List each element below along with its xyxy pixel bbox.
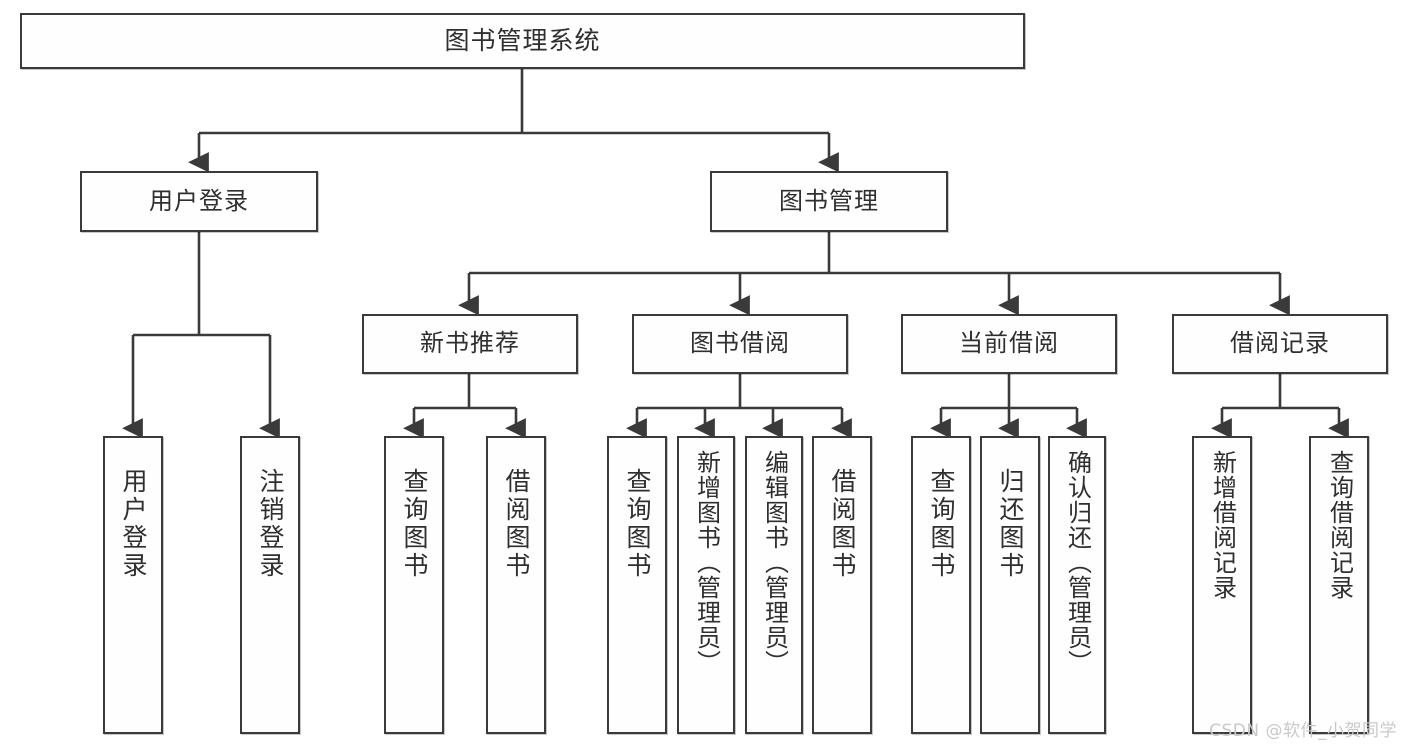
node-leaf-query-book-2[interactable]: 查询图书 [607,436,667,734]
node-root[interactable]: 图书管理系统 [20,13,1025,69]
node-leaf-logout-login[interactable]: 注销登录 [240,436,300,734]
node-leaf-query-book-3[interactable]: 查询图书 [911,436,971,734]
node-new-book-rec[interactable]: 新书推荐 [362,314,578,374]
node-leaf-add-book-label: 新增图书（管理员） [692,450,721,675]
node-current-borrow[interactable]: 当前借阅 [901,314,1117,374]
node-book-borrow-label: 图书借阅 [690,329,790,358]
node-leaf-add-record[interactable]: 新增借阅记录 [1192,436,1252,734]
node-leaf-return-book[interactable]: 归还图书 [980,436,1040,734]
node-leaf-add-record-label: 新增借阅记录 [1208,450,1237,600]
node-current-borrow-label: 当前借阅 [959,329,1059,358]
node-leaf-return-book-label: 归还图书 [996,468,1025,580]
node-leaf-query-book-2-label: 查询图书 [623,468,652,580]
node-root-label: 图书管理系统 [444,25,601,55]
node-leaf-borrow-book-2-label: 借阅图书 [828,468,857,580]
node-book-manage-label: 图书管理 [779,186,879,215]
node-leaf-query-record-label: 查询借阅记录 [1325,450,1354,600]
node-leaf-edit-book-label: 编辑图书（管理员） [760,450,789,675]
node-leaf-confirm-return[interactable]: 确认归还（管理员） [1048,436,1106,734]
node-leaf-query-book-3-label: 查询图书 [927,468,956,580]
node-leaf-borrow-book-1-label: 借阅图书 [502,468,531,580]
node-leaf-add-book[interactable]: 新增图书（管理员） [677,436,735,734]
node-leaf-user-login-label: 用户登录 [119,468,148,580]
node-borrow-record[interactable]: 借阅记录 [1172,314,1388,374]
node-book-borrow[interactable]: 图书借阅 [632,314,848,374]
node-leaf-logout-login-label: 注销登录 [256,468,285,580]
node-leaf-edit-book[interactable]: 编辑图书（管理员） [745,436,803,734]
node-leaf-query-book-1-label: 查询图书 [400,468,429,580]
node-leaf-borrow-book-1[interactable]: 借阅图书 [486,436,546,734]
node-new-book-rec-label: 新书推荐 [420,329,520,358]
node-user-login[interactable]: 用户登录 [80,171,318,232]
node-leaf-borrow-book-2[interactable]: 借阅图书 [812,436,872,734]
node-borrow-record-label: 借阅记录 [1230,329,1330,358]
node-leaf-confirm-return-label: 确认归还（管理员） [1063,450,1092,675]
csdn-watermark: CSDN @软件_小贺同学 [1209,721,1397,741]
node-book-manage[interactable]: 图书管理 [710,171,948,232]
node-leaf-query-book-1[interactable]: 查询图书 [384,436,444,734]
node-leaf-user-login[interactable]: 用户登录 [103,436,163,734]
node-user-login-label: 用户登录 [149,186,249,215]
node-leaf-query-record[interactable]: 查询借阅记录 [1309,436,1369,734]
